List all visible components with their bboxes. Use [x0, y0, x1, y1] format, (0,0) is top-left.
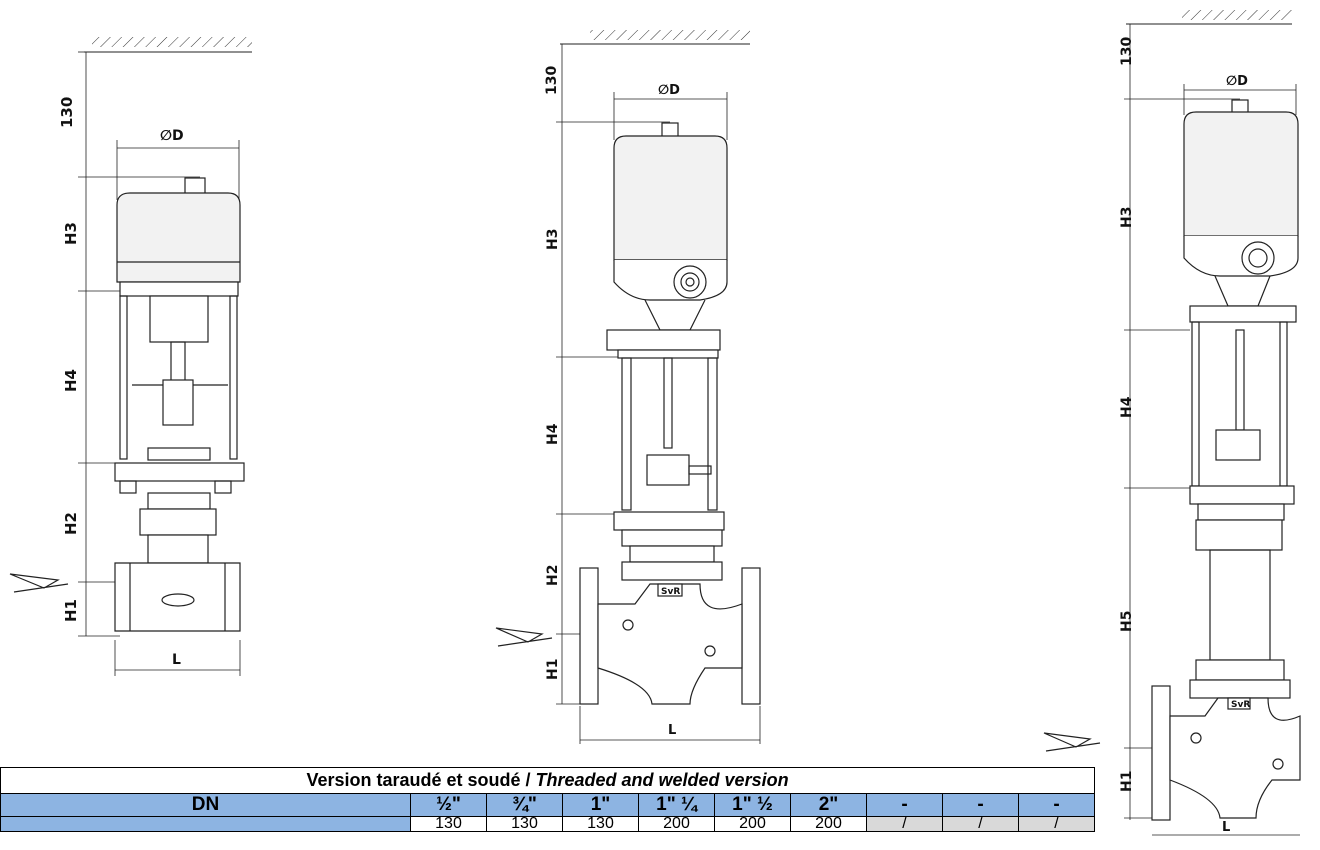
svg-text:H4: H4 [1119, 396, 1135, 418]
middle-valve-drawing [495, 30, 761, 744]
svg-text:∅D: ∅D [160, 128, 184, 144]
svg-text:H1: H1 [1119, 771, 1135, 792]
svg-text:∅D: ∅D [1226, 74, 1248, 89]
size-cell: 2" [790, 793, 867, 817]
svg-text:∅D: ∅D [658, 83, 680, 98]
svg-text:H3: H3 [1119, 207, 1135, 228]
right-dim-labels: 130 H3 H4 H5 H1 L ∅D SvR [1119, 37, 1250, 835]
svg-text:130: 130 [544, 66, 560, 95]
svg-text:H4: H4 [62, 369, 80, 392]
dn-label: DN [0, 793, 411, 817]
middle-dim-labels: 130 H3 H4 H2 H1 L ∅D SvR [544, 66, 680, 738]
table-row: 130 130 130 200 200 200 / / / [0, 816, 1096, 832]
value-cell: 200 [714, 816, 791, 832]
size-cell: - [866, 793, 943, 817]
svg-text:H5: H5 [1119, 611, 1135, 632]
dimensions-table: Version taraudé et soudé / Threaded and … [0, 767, 1096, 832]
table-title: Version taraudé et soudé / Threaded and … [0, 767, 1096, 794]
svg-text:H1: H1 [62, 599, 80, 622]
svg-text:H3: H3 [545, 229, 561, 250]
right-valve-drawing [1043, 10, 1301, 836]
size-cell: ¾" [486, 793, 563, 817]
size-cell: 1" ½ [714, 793, 791, 817]
left-dim-labels: 130 H3 H4 H2 H1 L ∅D [58, 97, 184, 668]
svg-text:H3: H3 [62, 222, 80, 245]
svg-text:H2: H2 [545, 565, 561, 586]
value-cell: 200 [638, 816, 715, 832]
svg-text:L: L [172, 652, 181, 668]
size-cell: - [1017, 793, 1096, 817]
svg-text:SvR: SvR [1231, 700, 1250, 710]
svg-text:SvR: SvR [661, 587, 680, 597]
size-cell: ½" [410, 793, 487, 817]
left-valve-drawing [9, 37, 252, 676]
value-cell: 200 [790, 816, 867, 832]
svg-text:H2: H2 [62, 512, 80, 535]
svg-text:H1: H1 [545, 659, 561, 680]
size-cell: 1" [562, 793, 639, 817]
dn-header-row: DN ½" ¾" 1" 1" ¼ 1" ½ 2" - - - [0, 793, 1096, 817]
value-cell: / [1017, 816, 1096, 832]
svg-text:H4: H4 [545, 423, 561, 445]
svg-text:L: L [668, 723, 676, 738]
value-cell: 130 [562, 816, 639, 832]
value-cell: 130 [486, 816, 563, 832]
value-cell: 130 [410, 816, 487, 832]
value-cell: / [866, 816, 943, 832]
size-cell: - [942, 793, 1019, 817]
value-cell: / [942, 816, 1019, 832]
row-label-cell [0, 816, 411, 832]
svg-text:130: 130 [1119, 37, 1135, 66]
svg-text:L: L [1222, 820, 1230, 835]
svg-text:130: 130 [58, 97, 76, 128]
size-cell: 1" ¼ [638, 793, 715, 817]
